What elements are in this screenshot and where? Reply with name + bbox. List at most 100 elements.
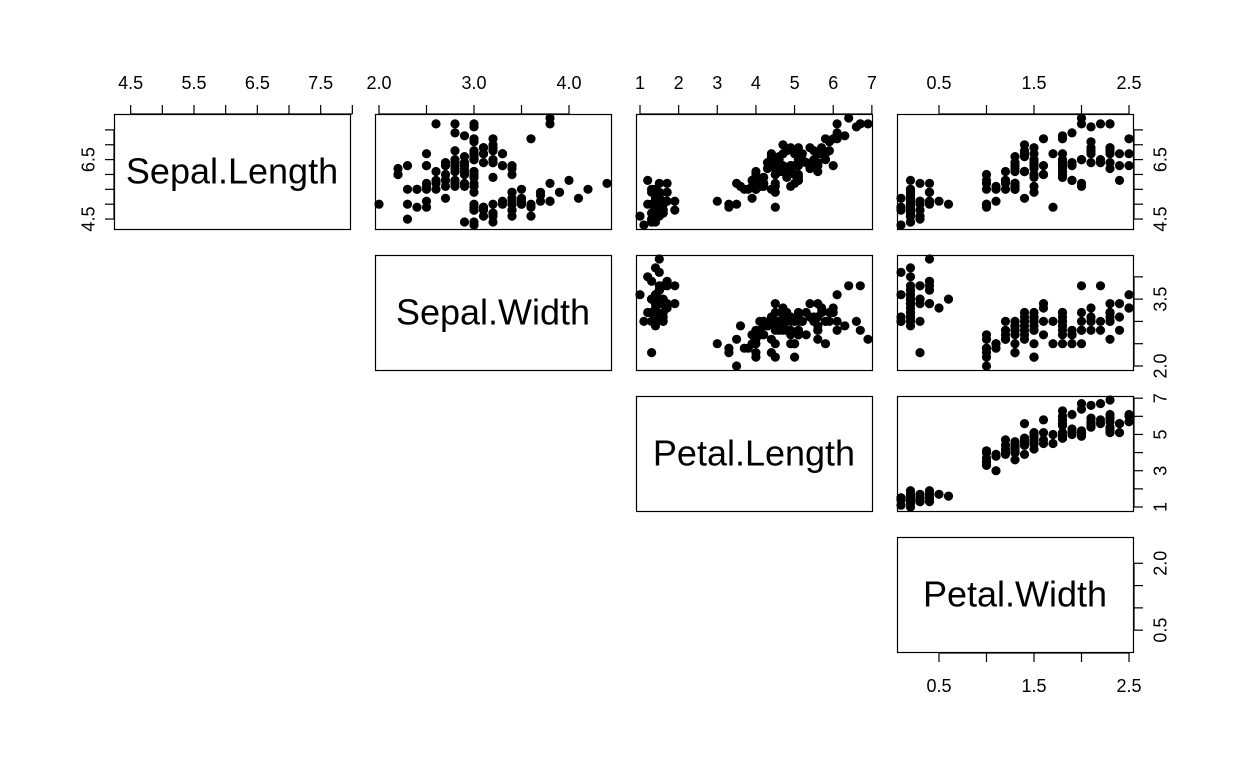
point-petal-width-sepal-length-45 — [915, 205, 925, 215]
diagonal-label-sepal-length: Sepal.Length — [126, 151, 338, 192]
point-sepal-width-sepal-length-103 — [459, 161, 470, 171]
panel-frame-sepal-width-vs-sepal-width — [374, 254, 613, 372]
point-petal-length-sepal-width-129 — [820, 316, 831, 326]
point-petal-width-sepal-width-136 — [1114, 299, 1125, 309]
point-petal-width-sepal-length-106 — [1048, 202, 1058, 212]
point-petal-length-sepal-width-126 — [782, 325, 792, 335]
point-petal-width-sepal-length-133 — [1029, 161, 1039, 171]
point-sepal-width-sepal-length-87 — [402, 161, 413, 171]
point-petal-width-sepal-width-48 — [905, 285, 916, 295]
point-petal-width-petal-length-49 — [905, 495, 916, 505]
point-petal-width-petal-length-106 — [1048, 438, 1058, 449]
point-petal-width-sepal-width-31 — [924, 299, 935, 309]
point-petal-width-sepal-width-76 — [1019, 325, 1030, 335]
point-petal-width-sepal-length-147 — [1076, 155, 1087, 165]
point-petal-length-sepal-width-92 — [751, 334, 761, 344]
point-petal-width-sepal-width-118 — [1105, 334, 1115, 344]
point-sepal-width-sepal-length-90 — [431, 184, 441, 194]
point-petal-length-sepal-width-143 — [824, 307, 835, 318]
point-sepal-width-sepal-length-130 — [450, 128, 460, 138]
point-petal-width-petal-length-45 — [915, 495, 925, 505]
point-petal-width-petal-length-140 — [1114, 419, 1125, 429]
point-petal-width-petal-length-147 — [1076, 426, 1087, 436]
point-petal-width-sepal-width-99 — [1010, 325, 1020, 335]
point-sepal-width-sepal-length-118 — [431, 119, 441, 129]
point-petal-length-sepal-width-40 — [647, 294, 657, 304]
point-petal-width-sepal-length-148 — [1105, 163, 1115, 174]
point-petal-length-sepal-width-130 — [832, 325, 842, 335]
point-sepal-width-sepal-length-134 — [431, 166, 441, 177]
point-petal-width-sepal-width-132 — [1095, 325, 1106, 335]
top-axis-label-petal-length-4: 4 — [751, 73, 761, 93]
left-axis-label-sepal-length-4.5: 4.5 — [78, 207, 98, 232]
point-petal-width-sepal-length-149 — [1057, 172, 1068, 182]
point-sepal-width-sepal-length-106 — [421, 202, 432, 212]
point-petal-length-sepal-width-45 — [650, 316, 661, 326]
point-petal-width-sepal-width-110 — [1076, 307, 1087, 318]
point-petal-length-sepal-width-109 — [832, 290, 842, 300]
point-petal-width-sepal-length-44 — [924, 196, 935, 206]
point-sepal-width-sepal-length-8 — [459, 217, 470, 227]
point-petal-length-sepal-width-43 — [658, 294, 668, 304]
point-petal-length-sepal-length-86 — [778, 149, 788, 159]
point-petal-length-sepal-width-146 — [790, 339, 800, 349]
point-petal-width-sepal-width-144 — [1124, 303, 1134, 313]
diagonal-label-sepal-width: Sepal.Width — [396, 292, 590, 333]
point-petal-width-petal-length-64 — [1010, 455, 1020, 465]
point-petal-width-sepal-width-129 — [1038, 316, 1049, 326]
bottom-axis-label-petal-width-0.5: 0.5 — [926, 676, 951, 696]
point-petal-length-sepal-length-118 — [863, 119, 873, 129]
point-petal-length-sepal-width-140 — [813, 312, 823, 322]
point-sepal-width-sepal-length-121 — [450, 181, 460, 191]
top-axis-label-sepal-width-4.0: 4.0 — [556, 73, 581, 93]
point-petal-length-sepal-length-79 — [732, 178, 742, 188]
point-sepal-width-sepal-length-144 — [497, 149, 508, 159]
right-axis-label-petal-length-5: 5 — [1150, 429, 1170, 439]
point-petal-width-sepal-length-77 — [1048, 149, 1058, 159]
point-sepal-width-sepal-length-143 — [488, 146, 498, 156]
point-petal-width-sepal-width-114 — [1114, 325, 1125, 335]
point-petal-length-sepal-length-48 — [654, 190, 664, 200]
point-sepal-width-sepal-length-119 — [393, 169, 403, 180]
point-sepal-width-sepal-length-141 — [478, 143, 489, 153]
point-petal-length-sepal-length-22 — [635, 211, 645, 221]
point-petal-width-sepal-width-89 — [1010, 339, 1020, 349]
point-petal-length-sepal-length-91 — [774, 166, 784, 177]
point-petal-width-sepal-width-40 — [915, 294, 925, 304]
point-petal-length-sepal-width-134 — [813, 334, 823, 344]
point-petal-width-sepal-width-43 — [943, 294, 954, 304]
point-sepal-width-sepal-length-59 — [440, 193, 451, 203]
point-petal-length-sepal-length-90 — [766, 184, 777, 194]
top-axis-label-petal-width-1.5: 1.5 — [1021, 73, 1046, 93]
point-petal-length-sepal-width-91 — [774, 316, 784, 326]
top-axis-label-sepal-length-7.5: 7.5 — [308, 73, 333, 93]
point-petal-width-sepal-width-95 — [1000, 316, 1011, 326]
point-petal-width-sepal-width-126 — [1057, 325, 1068, 335]
point-petal-length-sepal-width-15 — [654, 254, 664, 264]
point-petal-width-petal-length-117 — [1095, 399, 1106, 409]
point-petal-length-sepal-length-135 — [832, 119, 842, 129]
point-petal-width-sepal-width-142 — [1067, 330, 1077, 340]
point-petal-length-sepal-width-62 — [751, 352, 761, 362]
point-petal-length-sepal-length-131 — [844, 113, 854, 123]
point-petal-width-sepal-width-106 — [1048, 339, 1058, 349]
point-sepal-width-sepal-length-16 — [554, 187, 565, 197]
point-petal-length-sepal-width-122 — [855, 325, 865, 335]
right-axis-label-sepal-length-6.5: 6.5 — [1150, 147, 1170, 172]
point-petal-width-sepal-length-56 — [1038, 161, 1049, 171]
point-sepal-width-sepal-length-133 — [450, 161, 460, 171]
point-petal-length-sepal-length-60 — [732, 199, 742, 209]
point-petal-width-petal-length-37 — [896, 495, 906, 505]
point-petal-width-sepal-length-41 — [915, 214, 925, 224]
point-petal-width-sepal-length-140 — [1114, 149, 1125, 159]
point-petal-width-sepal-length-145 — [1105, 149, 1115, 159]
point-petal-width-sepal-length-142 — [1067, 175, 1077, 185]
point-sepal-width-sepal-length-14 — [564, 175, 574, 185]
point-sepal-width-sepal-length-113 — [421, 178, 432, 188]
point-petal-width-sepal-length-59 — [1019, 193, 1030, 203]
point-petal-length-sepal-length-36 — [647, 184, 657, 194]
top-axis-label-petal-length-1: 1 — [635, 73, 645, 93]
point-petal-width-sepal-length-119 — [1029, 169, 1039, 180]
point-sepal-width-sepal-length-81 — [412, 184, 422, 194]
